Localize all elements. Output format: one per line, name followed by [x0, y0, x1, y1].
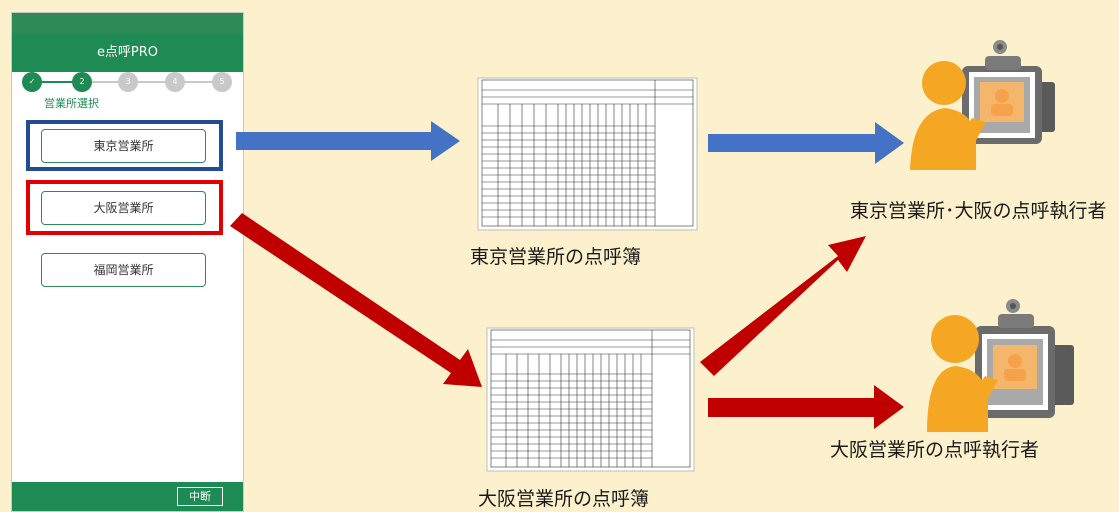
footer-bar: 中断	[12, 482, 243, 511]
tokyo-osaka-operator-figure	[910, 40, 1055, 170]
office-button-fukuoka[interactable]: 福岡営業所	[41, 253, 206, 287]
red-arrow-to-osaka-book	[230, 213, 482, 387]
osaka-operator-label: 大阪営業所の点呼執行者	[830, 439, 1040, 461]
osaka-operator-figure	[927, 299, 1074, 432]
red-arrow-to-osaka-operator	[708, 385, 904, 429]
step-indicator: ✓ 2 3 4 5	[12, 72, 243, 92]
tokyo-roll-call-book-image	[477, 77, 698, 231]
red-arrow-to-tokyo-operator	[700, 236, 866, 376]
blue-arrow-to-tokyo-book	[236, 121, 460, 161]
highlight-tokyo	[26, 120, 223, 171]
tokyo-osaka-operator-label: 東京営業所･大阪の点呼執行者	[850, 200, 1107, 222]
office-button-osaka[interactable]: 大阪営業所	[41, 191, 206, 225]
step-4: 4	[165, 72, 185, 92]
step-caption: 営業所選択	[44, 97, 99, 110]
status-bar	[12, 13, 243, 34]
pause-button[interactable]: 中断	[177, 487, 223, 506]
step-2: 2	[72, 72, 92, 92]
osaka-roll-call-book-image	[486, 327, 695, 472]
tokyo-book-label: 東京営業所の点呼簿	[470, 246, 642, 268]
step-3: 3	[118, 72, 138, 92]
step-1-check-icon: ✓	[22, 72, 42, 92]
osaka-book-label: 大阪営業所の点呼簿	[478, 488, 650, 510]
step-line	[32, 81, 82, 83]
highlight-osaka	[26, 180, 223, 235]
step-5: 5	[212, 72, 232, 92]
office-button-tokyo[interactable]: 東京営業所	[41, 129, 206, 163]
step-line	[82, 81, 222, 83]
blue-arrow-to-operator	[708, 122, 904, 164]
app-title: e点呼PRO	[12, 34, 243, 72]
app-screen: e点呼PRO ✓ 2 3 4 5 営業所選択 東京営業所 大阪営業所 福岡営業所…	[11, 12, 244, 512]
